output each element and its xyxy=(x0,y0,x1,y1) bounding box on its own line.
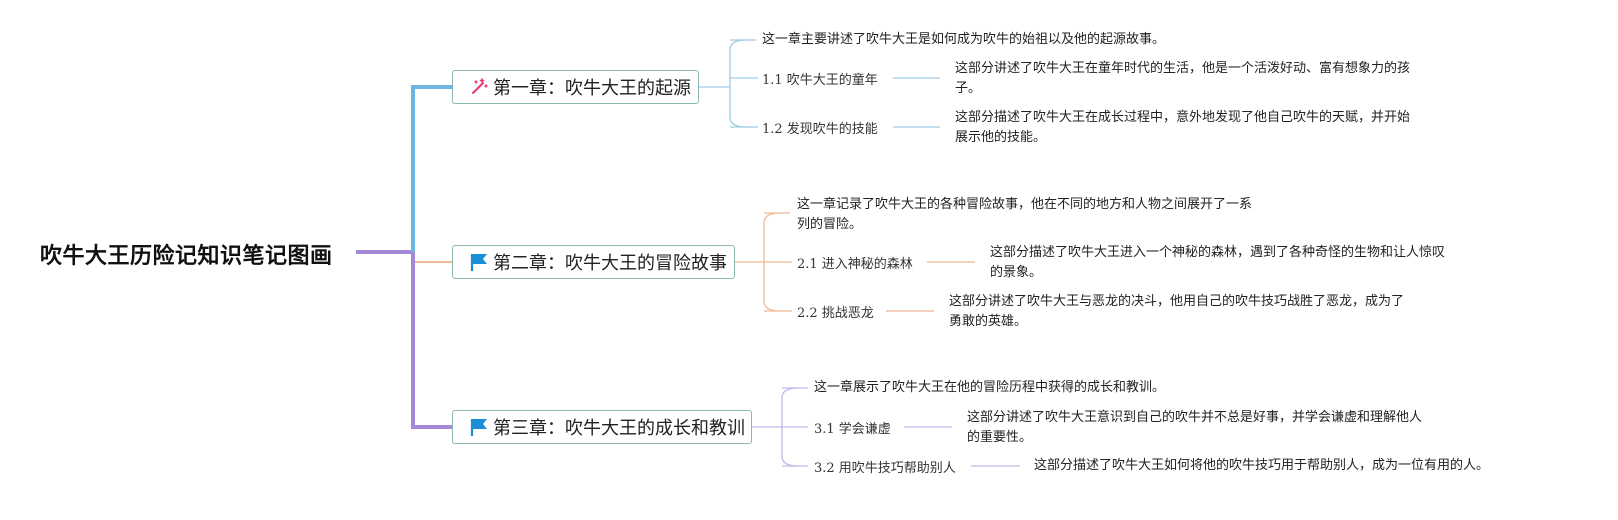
summary-line: 列的冒险。 xyxy=(797,217,863,232)
summary-line: 这一章记录了吹牛大王的各种冒险故事，他在不同的地方和人物之间展开了一系 xyxy=(797,197,1253,212)
detail-line: 这部分讲述了吹牛大王在童年时代的生活，他是一个活泼好动、富有想象力的孩 xyxy=(955,61,1411,76)
chapter-2-label: 第二章：吹牛大王的冒险故事 xyxy=(493,253,727,274)
chapter-2-topic[interactable]: 第二章：吹牛大王的冒险故事 xyxy=(452,245,735,279)
subtopic-3-2[interactable]: 3.2 用吹牛技巧帮助别人 xyxy=(814,461,956,476)
chapter-3-subtree-lines xyxy=(752,387,1020,467)
chapter-1-label: 第一章：吹牛大王的起源 xyxy=(493,78,691,99)
detail-line: 这部分描述了吹牛大王如何将他的吹牛技巧用于帮助别人，成为一位有用的人。 xyxy=(1034,458,1490,473)
detail-line: 这部分讲述了吹牛大王与恶龙的决斗，他用自己的吹牛技巧战胜了恶龙，成为了 xyxy=(949,294,1405,309)
subtopic-3-1-detail[interactable]: 这部分讲述了吹牛大王意识到自己的吹牛并不总是好事，并学会谦虚和理解他人 的重要性… xyxy=(967,408,1422,448)
detail-line: 子。 xyxy=(955,81,982,96)
subtopic-1-1[interactable]: 1.1 吹牛大王的童年 xyxy=(762,73,878,88)
detail-line: 的重要性。 xyxy=(967,430,1033,445)
chapter-3-topic[interactable]: 第三章：吹牛大王的成长和教训 xyxy=(452,410,752,444)
flag-icon xyxy=(469,416,489,438)
subtopic-2-1[interactable]: 2.1 进入神秘的森林 xyxy=(797,257,913,272)
subtopic-3-2-detail[interactable]: 这部分描述了吹牛大王如何将他的吹牛技巧用于帮助别人，成为一位有用的人。 xyxy=(1034,456,1489,476)
chapter-1-summary[interactable]: 这一章主要讲述了吹牛大王是如何成为吹牛的始祖以及他的起源故事。 xyxy=(762,32,1166,47)
subtopic-1-2-detail[interactable]: 这部分描述了吹牛大王在成长过程中，意外地发现了他自己吹牛的天赋，并开始 展示他的… xyxy=(955,108,1410,148)
branch-chapter-1 xyxy=(411,85,452,252)
detail-line: 这部分讲述了吹牛大王意识到自己的吹牛并不总是好事，并学会谦虚和理解他人 xyxy=(967,410,1423,425)
root-topic[interactable]: 吹牛大王历险记知识笔记图画 xyxy=(40,244,333,269)
detail-line: 勇敢的英雄。 xyxy=(949,314,1028,329)
chapter-2-summary[interactable]: 这一章记录了吹牛大王的各种冒险故事，他在不同的地方和人物之间展开了一系 列的冒险… xyxy=(797,195,1252,235)
chapter-1-subtree-lines xyxy=(699,39,940,128)
subtopic-1-1-detail[interactable]: 这部分讲述了吹牛大王在童年时代的生活，他是一个活泼好动、富有想象力的孩 子。 xyxy=(955,59,1410,99)
subtopic-2-1-detail[interactable]: 这部分描述了吹牛大王进入一个神秘的森林，遇到了各种奇怪的生物和让人惊叹 的景象。 xyxy=(990,243,1445,283)
detail-line: 这部分描述了吹牛大王在成长过程中，意外地发现了他自己吹牛的天赋，并开始 xyxy=(955,110,1411,125)
subtopic-2-2-detail[interactable]: 这部分讲述了吹牛大王与恶龙的决斗，他用自己的吹牛技巧战胜了恶龙，成为了 勇敢的英… xyxy=(949,292,1404,332)
detail-line: 这部分描述了吹牛大王进入一个神秘的森林，遇到了各种奇怪的生物和让人惊叹 xyxy=(990,245,1446,260)
chapter-3-summary[interactable]: 这一章展示了吹牛大王在他的冒险历程中获得的成长和教训。 xyxy=(814,380,1166,395)
chapter-2-subtree-lines xyxy=(735,212,975,312)
detail-line: 的景象。 xyxy=(990,265,1043,280)
chapter-1-topic[interactable]: 第一章：吹牛大王的起源 xyxy=(452,70,699,104)
sparkle-icon xyxy=(469,76,489,98)
subtopic-2-2[interactable]: 2.2 挑战恶龙 xyxy=(797,306,874,321)
detail-line: 展示他的技能。 xyxy=(955,130,1047,145)
branch-chapter-3 xyxy=(411,252,452,429)
chapter-3-label: 第三章：吹牛大王的成长和教训 xyxy=(493,418,745,439)
subtopic-3-1[interactable]: 3.1 学会谦虚 xyxy=(814,422,891,437)
subtopic-1-2[interactable]: 1.2 发现吹牛的技能 xyxy=(762,122,878,137)
flag-icon xyxy=(469,251,489,273)
